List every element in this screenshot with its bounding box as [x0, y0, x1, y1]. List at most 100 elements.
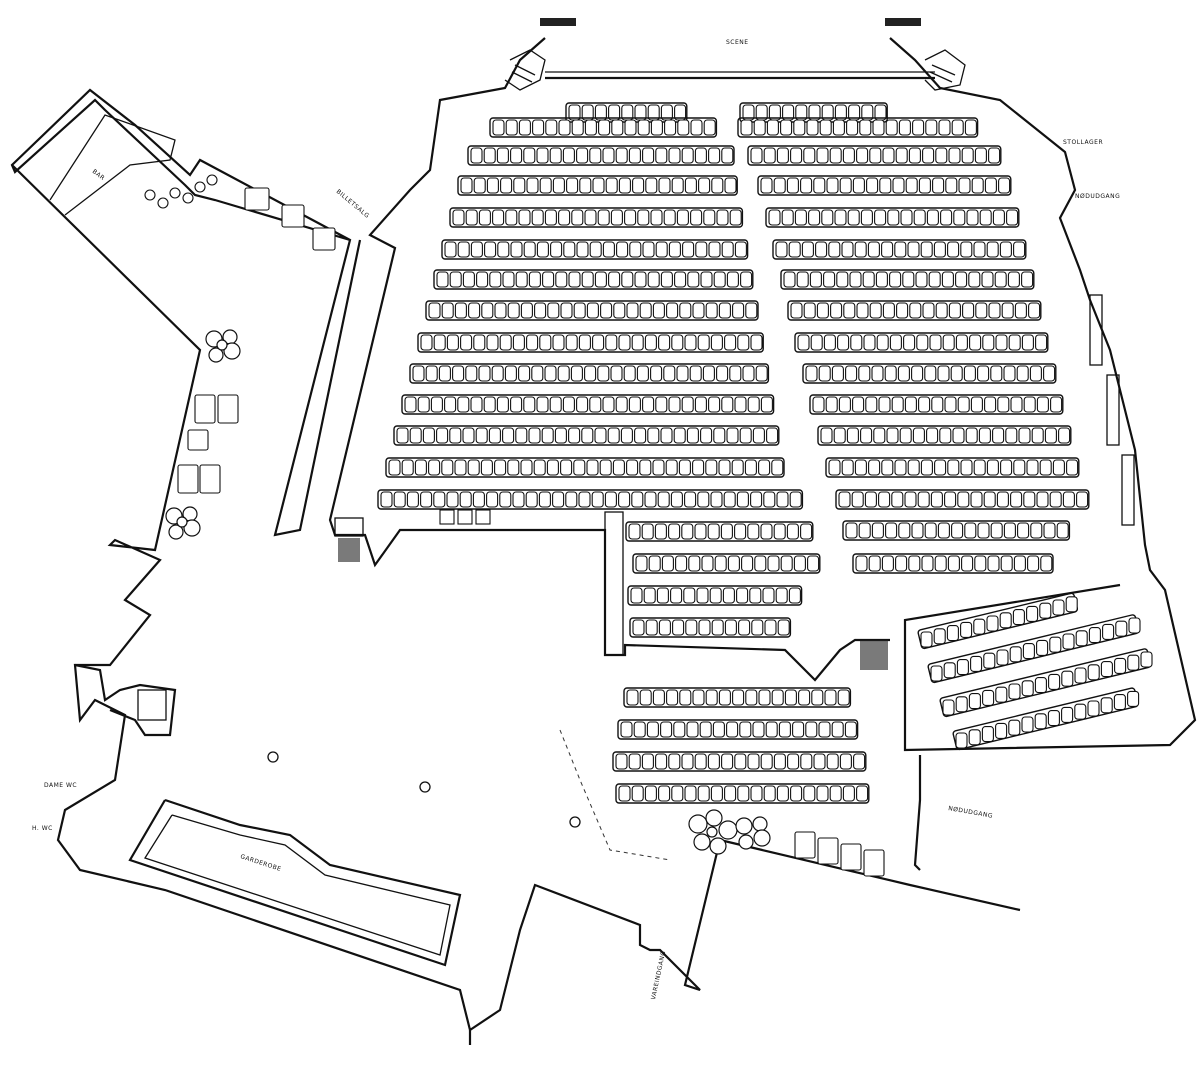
- seat: [775, 587, 788, 604]
- seat: [454, 302, 467, 319]
- plant-icon: [735, 816, 771, 850]
- seat: [995, 722, 1008, 739]
- seat: [987, 555, 1000, 572]
- seat: [452, 209, 465, 226]
- seat: [977, 365, 990, 382]
- seat: [570, 365, 583, 382]
- seat: [473, 334, 486, 351]
- seat: [576, 241, 589, 258]
- sightline: [559, 729, 671, 861]
- seat: [860, 427, 873, 444]
- seat: [1000, 555, 1013, 572]
- seat: [750, 785, 763, 802]
- seat: [584, 365, 597, 382]
- seat: [920, 631, 933, 648]
- seat: [968, 729, 981, 746]
- seat: [460, 177, 473, 194]
- seat: [671, 177, 684, 194]
- seat: [734, 241, 747, 258]
- seat: [684, 177, 697, 194]
- seat: [645, 177, 658, 194]
- seat: [685, 619, 698, 636]
- stool: [439, 509, 455, 525]
- seat: [902, 271, 915, 288]
- seat: [681, 396, 694, 413]
- seat: [1023, 396, 1036, 413]
- seat: [997, 396, 1010, 413]
- seat: [441, 459, 454, 476]
- seat: [641, 523, 654, 540]
- seat: [637, 119, 650, 136]
- seat: [586, 459, 599, 476]
- seat: [729, 365, 742, 382]
- seat: [663, 209, 676, 226]
- seat: [639, 302, 652, 319]
- seat: [912, 427, 925, 444]
- seat: [767, 555, 780, 572]
- seat: [930, 491, 943, 508]
- seat: [417, 396, 430, 413]
- lounge-chair: [194, 394, 216, 424]
- seat: [758, 459, 771, 476]
- seat: [858, 522, 871, 539]
- seat: [865, 396, 878, 413]
- seat: [531, 365, 544, 382]
- stage-steps: [504, 49, 966, 91]
- seat: [552, 177, 565, 194]
- seat: [982, 334, 995, 351]
- seat: [932, 177, 945, 194]
- seat: [486, 177, 499, 194]
- seat: [642, 147, 655, 164]
- seat: [589, 396, 602, 413]
- seat: [708, 241, 721, 258]
- seat: [871, 365, 884, 382]
- seat: [898, 522, 911, 539]
- seat: [650, 119, 663, 136]
- seat: [1036, 639, 1049, 656]
- seat: [763, 491, 776, 508]
- seat: [816, 302, 829, 319]
- seat: [660, 271, 673, 288]
- seat: [679, 302, 692, 319]
- seat: [568, 271, 581, 288]
- seat: [694, 147, 707, 164]
- seat: [538, 491, 551, 508]
- lounge-chair: [817, 837, 839, 865]
- seat: [670, 587, 683, 604]
- seat: [571, 209, 584, 226]
- stage-hatch-right: [885, 18, 921, 26]
- seat: [647, 427, 660, 444]
- seat-row: [627, 585, 803, 606]
- seat-row: [739, 102, 888, 123]
- seat: [962, 302, 975, 319]
- seat: [697, 491, 710, 508]
- seat: [457, 396, 470, 413]
- seat: [1044, 427, 1057, 444]
- seat: [631, 334, 644, 351]
- seat: [813, 753, 826, 770]
- seat: [844, 721, 857, 738]
- seat: [984, 177, 997, 194]
- seat: [436, 271, 449, 288]
- seat: [652, 459, 665, 476]
- seat: [449, 427, 462, 444]
- seat: [671, 785, 684, 802]
- seat: [834, 209, 847, 226]
- seat: [446, 334, 459, 351]
- seat: [1074, 667, 1087, 684]
- seat: [652, 689, 665, 706]
- seat: [891, 491, 904, 508]
- seat: [628, 523, 641, 540]
- seat-row: [825, 457, 1080, 478]
- seat: [544, 365, 557, 382]
- seat: [803, 302, 816, 319]
- seat: [924, 365, 937, 382]
- seat: [818, 721, 831, 738]
- seat: [634, 271, 647, 288]
- seat: [682, 241, 695, 258]
- seat: [846, 119, 859, 136]
- seat: [977, 522, 990, 539]
- lounge-chair: [177, 464, 199, 494]
- seat: [778, 721, 791, 738]
- outer-walls: [10, 37, 1197, 1045]
